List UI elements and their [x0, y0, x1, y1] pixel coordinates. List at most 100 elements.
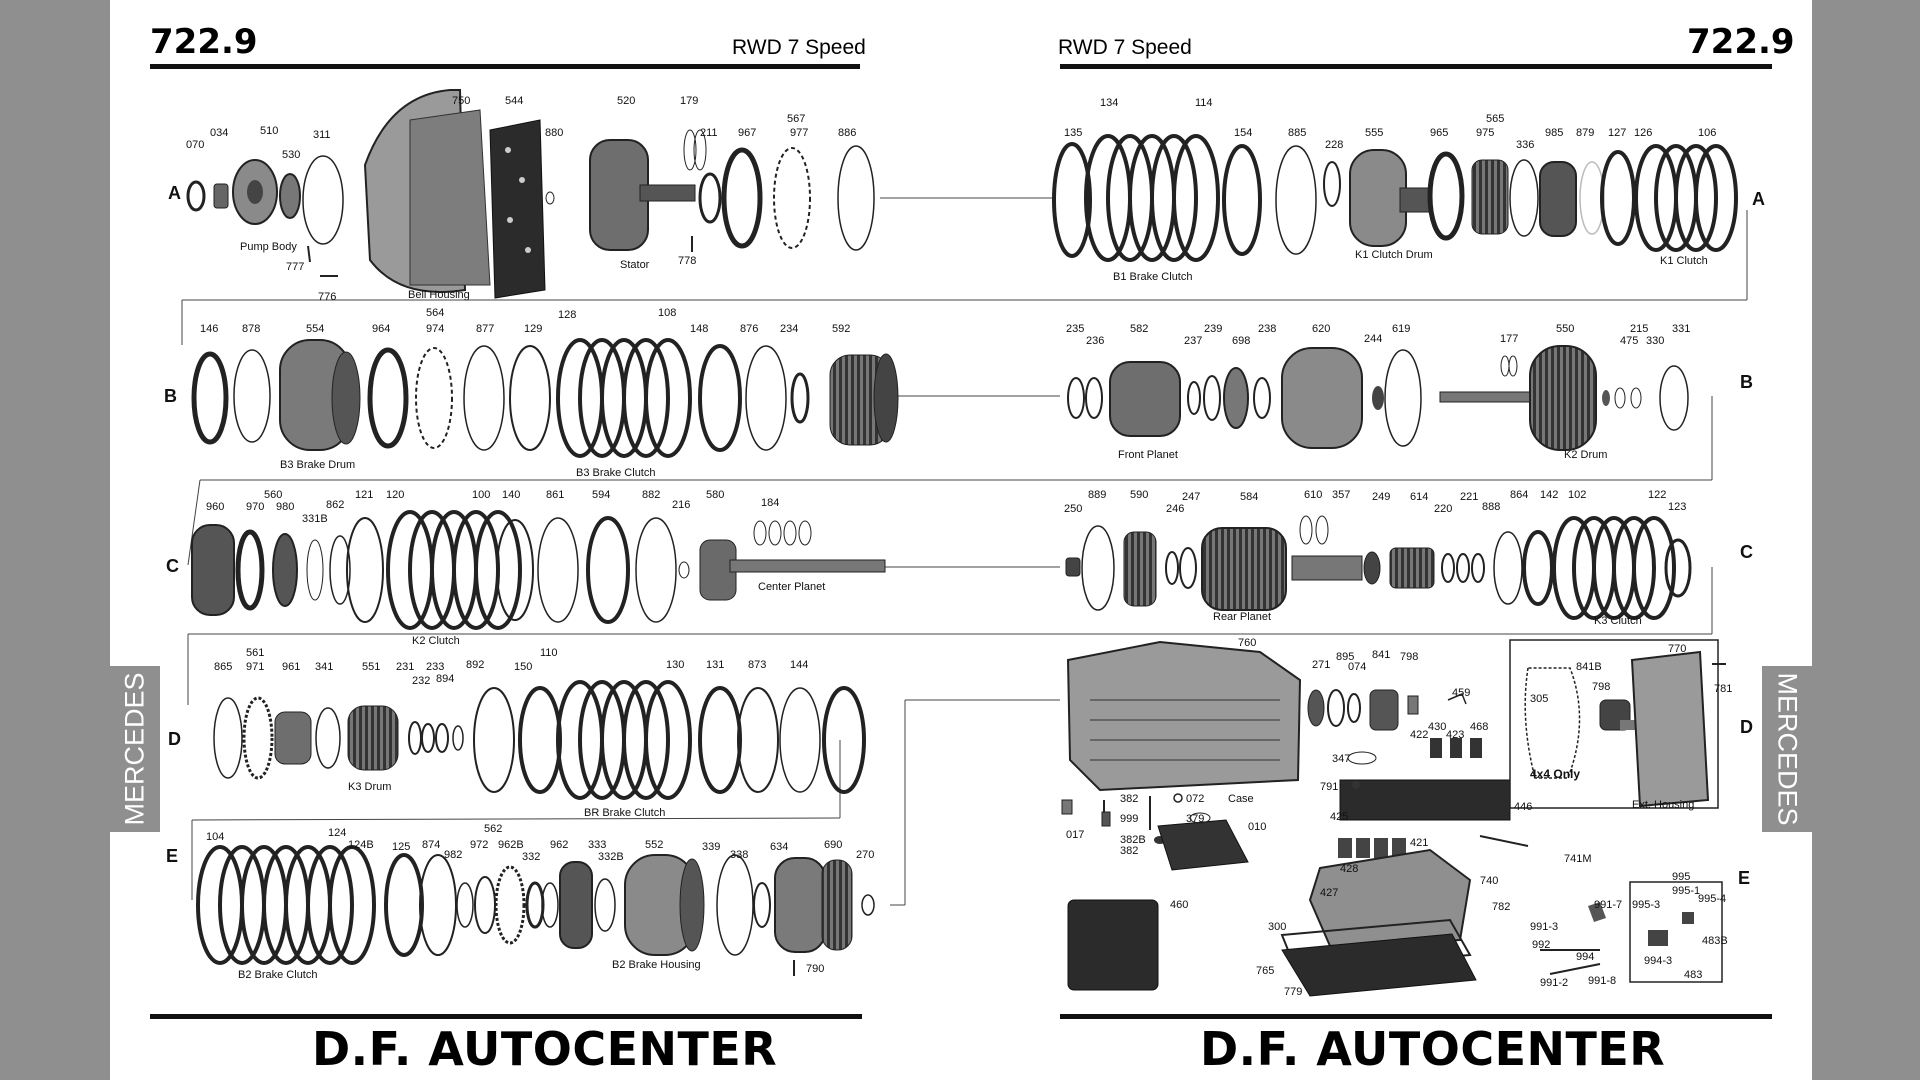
- svg-text:961: 961: [282, 661, 300, 673]
- svg-text:520: 520: [617, 95, 635, 107]
- svg-text:382: 382: [1120, 845, 1138, 857]
- svg-text:960: 960: [206, 501, 224, 513]
- svg-text:Front Planet: Front Planet: [1118, 449, 1178, 461]
- svg-text:106: 106: [1698, 127, 1716, 139]
- svg-text:592: 592: [832, 323, 850, 335]
- svg-text:861: 861: [546, 489, 564, 501]
- row-letter-c: C: [1740, 542, 1753, 562]
- svg-text:127: 127: [1608, 127, 1626, 139]
- svg-text:594: 594: [592, 489, 610, 501]
- svg-text:K3 Clutch: K3 Clutch: [1594, 615, 1642, 627]
- svg-text:888: 888: [1482, 501, 1500, 513]
- row-letter-e: E: [1738, 868, 1750, 888]
- svg-text:962: 962: [550, 839, 568, 851]
- svg-text:146: 146: [200, 323, 218, 335]
- svg-text:072: 072: [1186, 793, 1204, 805]
- exploded-diagram-right: A B C D E: [960, 97, 1765, 998]
- svg-text:154: 154: [1234, 127, 1252, 139]
- svg-text:130: 130: [666, 659, 684, 671]
- svg-text:K3 Drum: K3 Drum: [348, 781, 391, 793]
- svg-text:332: 332: [522, 851, 540, 863]
- svg-text:430: 430: [1428, 721, 1446, 733]
- left-page: 722.9 RWD 7 Speed A B: [110, 0, 960, 1080]
- svg-text:790: 790: [806, 963, 824, 975]
- footer-brand: D.F. AUTOCENTER: [312, 1022, 778, 1076]
- svg-text:211: 211: [700, 127, 718, 139]
- svg-text:271: 271: [1312, 659, 1330, 671]
- svg-text:249: 249: [1372, 491, 1390, 503]
- svg-text:459: 459: [1452, 687, 1470, 699]
- svg-text:124: 124: [328, 827, 346, 839]
- svg-text:382: 382: [1120, 793, 1138, 805]
- flow-lines: [181, 197, 960, 906]
- svg-text:123: 123: [1668, 501, 1686, 513]
- svg-text:544: 544: [505, 95, 523, 107]
- svg-text:994: 994: [1576, 951, 1594, 963]
- svg-text:332B: 332B: [598, 851, 624, 863]
- transmission-subtitle: RWD 7 Speed: [1058, 36, 1192, 59]
- svg-text:338: 338: [730, 849, 748, 861]
- svg-text:Rear Planet: Rear Planet: [1213, 611, 1271, 623]
- svg-text:862: 862: [326, 499, 344, 511]
- header-rule: [150, 64, 860, 69]
- svg-text:150: 150: [514, 661, 532, 673]
- side-tab-label: MERCEDES: [119, 672, 150, 826]
- svg-text:791: 791: [1320, 781, 1338, 793]
- svg-text:129: 129: [524, 323, 542, 335]
- svg-text:740: 740: [1480, 875, 1498, 887]
- svg-text:184: 184: [761, 497, 779, 509]
- svg-text:798: 798: [1592, 681, 1610, 693]
- svg-text:582: 582: [1130, 323, 1148, 335]
- svg-text:880: 880: [545, 127, 563, 139]
- row-letter-a: A: [168, 183, 181, 203]
- svg-text:782: 782: [1492, 901, 1510, 913]
- row-d-parts: [1061, 639, 1726, 997]
- svg-text:034: 034: [210, 127, 228, 139]
- svg-text:232: 232: [412, 675, 430, 687]
- svg-text:992: 992: [1532, 939, 1550, 951]
- svg-text:379: 379: [1186, 813, 1204, 825]
- svg-text:560: 560: [264, 489, 282, 501]
- svg-text:886: 886: [838, 127, 856, 139]
- svg-text:864: 864: [1510, 489, 1528, 501]
- svg-text:994-3: 994-3: [1644, 955, 1672, 967]
- side-tab-right: MERCEDES: [1762, 666, 1812, 832]
- svg-text:104: 104: [206, 831, 224, 843]
- svg-text:995-4: 995-4: [1698, 893, 1726, 905]
- svg-text:879: 879: [1576, 127, 1594, 139]
- svg-text:776: 776: [318, 291, 336, 303]
- svg-text:590: 590: [1130, 489, 1148, 501]
- row-letter-e: E: [166, 846, 178, 866]
- footer-brand: D.F. AUTOCENTER: [1200, 1022, 1666, 1076]
- svg-text:892: 892: [466, 659, 484, 671]
- part-captions-right: B1 Brake Clutch K1 Clutch Drum K1 Clutch…: [1113, 249, 1708, 811]
- svg-text:331B: 331B: [302, 513, 328, 525]
- row-e-parts: [196, 845, 875, 976]
- svg-text:567: 567: [787, 113, 805, 125]
- side-tab-left: MERCEDES: [110, 666, 160, 832]
- svg-text:179: 179: [680, 95, 698, 107]
- svg-text:561: 561: [246, 647, 264, 659]
- svg-text:894: 894: [436, 673, 454, 685]
- svg-text:235: 235: [1066, 323, 1084, 335]
- svg-text:120: 120: [386, 489, 404, 501]
- svg-text:BR Brake Clutch: BR Brake Clutch: [584, 807, 665, 819]
- svg-text:422: 422: [1410, 729, 1428, 741]
- flow-lines: [960, 197, 1748, 701]
- svg-text:144: 144: [790, 659, 808, 671]
- svg-text:610: 610: [1304, 489, 1322, 501]
- svg-text:550: 550: [1556, 323, 1574, 335]
- svg-text:142: 142: [1540, 489, 1558, 501]
- svg-text:765: 765: [1256, 965, 1274, 977]
- svg-text:974: 974: [426, 323, 444, 335]
- svg-text:134: 134: [1100, 97, 1118, 109]
- model-number: 722.9: [1687, 22, 1795, 62]
- svg-text:876: 876: [740, 323, 758, 335]
- svg-text:K1 Clutch: K1 Clutch: [1660, 255, 1708, 267]
- svg-text:698: 698: [1232, 335, 1250, 347]
- svg-text:999: 999: [1120, 813, 1138, 825]
- svg-text:552: 552: [645, 839, 663, 851]
- svg-text:B3 Brake Clutch: B3 Brake Clutch: [576, 467, 655, 479]
- part-labels-left: 070 034 510 530 311 750 544 880 520 179 …: [186, 95, 874, 975]
- svg-text:423: 423: [1446, 729, 1464, 741]
